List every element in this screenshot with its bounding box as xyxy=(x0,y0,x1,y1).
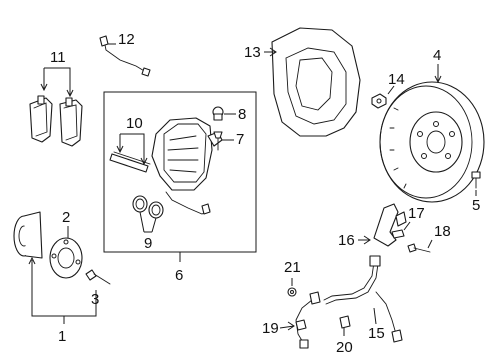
dust-shield xyxy=(271,27,361,137)
wheel-hub-flange xyxy=(13,211,43,259)
callout-15-label: 15 xyxy=(368,325,385,342)
callout-13-label: 13 xyxy=(244,44,261,61)
callout-14: 14 xyxy=(387,71,405,95)
callout-13: 13 xyxy=(244,44,277,61)
callout-19-label: 19 xyxy=(262,320,279,337)
callout-5-label: 5 xyxy=(472,197,480,214)
callout-2: 2 xyxy=(62,209,70,238)
brake-rotor xyxy=(379,81,485,203)
bracket-clip xyxy=(391,229,405,239)
wheel-hub-bearing xyxy=(49,237,83,279)
callout-5: 5 xyxy=(472,190,480,214)
callout-3: 3 xyxy=(91,290,99,308)
callout-16-label: 16 xyxy=(338,232,355,249)
callout-18-label: 18 xyxy=(434,223,451,240)
callout-19: 19 xyxy=(262,320,295,337)
brake-pads xyxy=(29,95,83,147)
brake-hose xyxy=(323,255,403,343)
callout-11-label: 11 xyxy=(50,49,66,66)
callout-6-label: 6 xyxy=(175,267,183,284)
callout-12-label: 12 xyxy=(118,31,135,48)
callout-6: 6 xyxy=(175,252,183,284)
callout-21-label: 21 xyxy=(284,259,301,276)
callout-8-label: 8 xyxy=(238,106,246,123)
callout-9: 9 xyxy=(139,211,157,252)
callout-17-label: 17 xyxy=(408,205,425,222)
callout-20: 20 xyxy=(336,328,353,356)
brake-caliper xyxy=(151,117,223,191)
callout-21: 21 xyxy=(284,259,301,286)
wear-sensor-wire xyxy=(99,35,151,77)
callout-7-label: 7 xyxy=(236,131,244,148)
callout-9-label: 9 xyxy=(144,235,152,252)
callout-15: 15 xyxy=(368,307,385,342)
callout-3-label: 3 xyxy=(91,291,99,308)
callout-16: 16 xyxy=(338,232,371,249)
callout-2-label: 2 xyxy=(62,209,70,226)
callout-1-label: 1 xyxy=(58,328,66,345)
rotor-screw xyxy=(471,171,481,189)
callout-11: 11 xyxy=(40,49,74,98)
callout-8: 8 xyxy=(224,106,246,123)
bracket-bolt xyxy=(407,243,431,253)
line-connector xyxy=(339,315,351,329)
callout-7: 7 xyxy=(222,131,244,148)
callout-14-label: 14 xyxy=(388,71,405,88)
caliper-nut xyxy=(371,93,387,109)
bleeder-screw xyxy=(213,131,223,151)
caliper-brake-line xyxy=(165,191,211,215)
line-clip xyxy=(295,319,307,331)
brake-line xyxy=(295,291,321,349)
callout-10-label: 10 xyxy=(126,115,143,132)
callout-10: 10 xyxy=(116,115,148,166)
callout-18: 18 xyxy=(427,223,451,249)
callout-12: 12 xyxy=(108,31,135,48)
piston-seals xyxy=(132,195,164,219)
callout-1: 1 xyxy=(28,256,97,345)
callout-17: 17 xyxy=(403,205,425,231)
callout-4: 4 xyxy=(433,47,442,84)
hose-bracket xyxy=(373,203,407,247)
bleeder-cap xyxy=(212,106,224,121)
callout-20-label: 20 xyxy=(336,339,353,356)
callout-4-label: 4 xyxy=(433,47,441,64)
hub-bolt xyxy=(85,269,111,285)
line-bolt xyxy=(287,287,297,297)
